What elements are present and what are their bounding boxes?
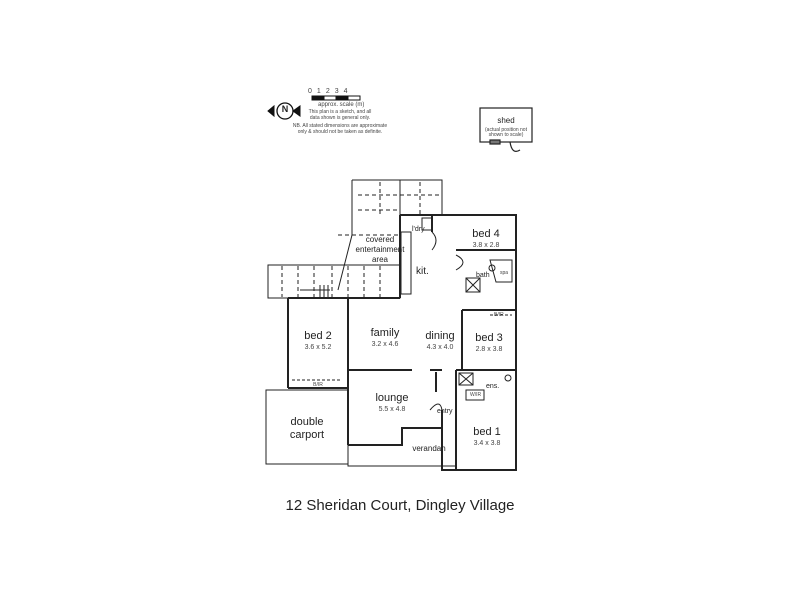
- spa-label: spa: [500, 270, 509, 276]
- bed3-robe-label: B/IR: [494, 312, 504, 318]
- scale-ticks: 01234: [308, 88, 353, 95]
- bed1-label: bed 1: [473, 426, 501, 438]
- shed-label: shed: [497, 116, 515, 125]
- note-line-1: This plan is a sketch, and all: [308, 109, 372, 115]
- scale-bar: [311, 95, 361, 101]
- scale-tick-3: 3: [334, 88, 344, 95]
- scale-tick-4: 4: [343, 88, 353, 95]
- covered-entertainment-line2: entertainment: [355, 245, 405, 254]
- bed2-robe-label: B/IR: [313, 382, 323, 388]
- note-line-4: only & should not be taken as definite.: [297, 129, 383, 135]
- kitchen-label: kit.: [416, 266, 429, 277]
- scale-tick-0: 0: [308, 88, 317, 95]
- verandah-label: verandah: [412, 444, 446, 453]
- covered-entertainment-line1: covered: [365, 235, 395, 244]
- property-address: 12 Sheridan Court, Dingley Village: [285, 497, 515, 514]
- ensuite-label: ens.: [486, 383, 500, 390]
- bed1-dim: 3.4 x 3.8: [473, 440, 501, 447]
- bed4-dim: 3.8 x 2.8: [472, 242, 500, 249]
- family-label: family: [370, 327, 400, 339]
- dining-label: dining: [425, 330, 455, 342]
- bed2-label: bed 2: [304, 330, 332, 342]
- scale-tick-2: 2: [325, 88, 335, 95]
- laundry-label: l'dry: [412, 226, 425, 233]
- bath-label: bath: [476, 272, 490, 279]
- bed2-dim: 3.6 x 5.2: [304, 344, 332, 351]
- double-carport-line2: carport: [289, 429, 325, 441]
- double-carport-label: double carport: [266, 416, 348, 442]
- shed-note-2: shown to scale): [488, 132, 524, 138]
- north-compass: [267, 102, 301, 120]
- bed4-label: bed 4: [472, 228, 500, 240]
- shed-note-1: (actual position not: [485, 127, 527, 133]
- ensuite-robe-label: W/IR: [470, 392, 482, 398]
- covered-entertainment-label: covered entertainment area: [340, 235, 420, 265]
- double-carport-line1: double: [290, 416, 324, 428]
- family-dim: 3.2 x 4.6: [371, 341, 399, 348]
- covered-entertainment-line3: area: [371, 255, 388, 264]
- scale-tick-1: 1: [316, 88, 326, 95]
- note-line-2: data shown is general only.: [309, 115, 371, 121]
- bed3-dim: 2.8 x 3.8: [475, 346, 503, 353]
- compass-n-icon: N: [281, 104, 289, 114]
- scale-caption: approx. scale (m): [318, 102, 365, 108]
- lounge-label: lounge: [375, 392, 409, 404]
- entry-label: entry: [437, 408, 453, 415]
- note-line-3: NB. All stated dimensions are approximat…: [292, 123, 388, 129]
- shed-outline: [479, 107, 533, 152]
- lounge-dim: 5.5 x 4.8: [378, 406, 406, 413]
- bed3-label: bed 3: [475, 332, 503, 344]
- dining-dim: 4.3 x 4.0: [426, 344, 454, 351]
